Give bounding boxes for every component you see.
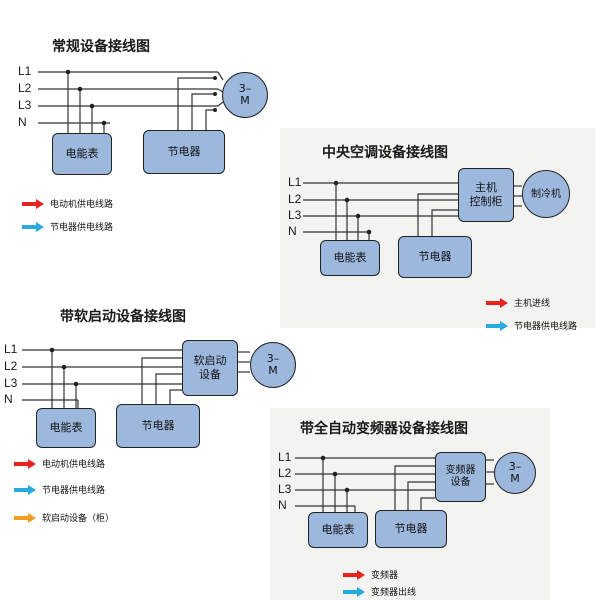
line-label-l1: L1 xyxy=(4,342,18,356)
legend-item: 主机进线 xyxy=(486,296,550,309)
title-conventional: 常规设备接线图 xyxy=(52,39,150,55)
legend-label: 电动机供电线路 xyxy=(50,200,114,210)
legend-item: 变频器出线 xyxy=(343,585,416,598)
title-vfd: 带全自动变频器设备接线图 xyxy=(300,421,468,437)
red-arrow-icon xyxy=(343,569,365,580)
blue-arrow-icon xyxy=(14,484,36,495)
line-label-l1: L1 xyxy=(288,175,302,189)
title-aircon: 中央空调设备接线图 xyxy=(322,145,448,161)
chiller-circle: 制冷机 xyxy=(522,170,570,218)
orange-arrow-icon xyxy=(14,512,36,523)
motor-circle: 3– M xyxy=(494,452,536,494)
line-label-l3: L3 xyxy=(278,482,292,496)
wiring-aircon xyxy=(303,180,522,240)
blue-arrow-icon xyxy=(486,320,508,331)
wiring-conventional xyxy=(38,69,224,133)
power-saver-box: 节电器 xyxy=(375,510,447,548)
line-label-l3: L3 xyxy=(4,376,18,390)
line-label-n: N xyxy=(18,115,27,129)
line-label-l3: L3 xyxy=(288,208,302,222)
energy-meter-box: 电能表 xyxy=(320,240,380,276)
line-label-n: N xyxy=(278,498,287,512)
legend-label: 软启动设备（柜） xyxy=(42,514,115,524)
line-label-l2: L2 xyxy=(4,359,18,373)
legend-item: 变频器 xyxy=(343,568,398,581)
line-label-n: N xyxy=(288,224,297,238)
legend-label: 变频器出线 xyxy=(371,588,417,598)
red-arrow-icon xyxy=(14,458,36,469)
energy-meter-box: 电能表 xyxy=(36,408,96,448)
panel-bg-aircon xyxy=(280,128,595,328)
energy-meter-box: 电能表 xyxy=(308,512,368,548)
legend-item: 节电器供电线路 xyxy=(486,319,577,332)
panel-bg-vfd xyxy=(270,408,550,600)
soft-starter-box: 软启动 设备 xyxy=(182,340,238,396)
line-label-l3: L3 xyxy=(18,98,32,112)
legend-item: 电动机供电线路 xyxy=(22,197,113,210)
legend-label: 变频器 xyxy=(371,571,399,581)
line-label-l2: L2 xyxy=(278,466,292,480)
legend-item: 节电器供电线路 xyxy=(22,220,113,233)
legend-label: 节电器供电线路 xyxy=(50,223,114,233)
wiring-softstart xyxy=(22,347,250,408)
line-label-n: N xyxy=(4,392,13,406)
legend-label: 节电器供电线路 xyxy=(514,322,578,332)
power-saver-box: 节电器 xyxy=(143,130,225,174)
host-control-cabinet-box: 主机 控制柜 xyxy=(458,168,514,222)
blue-arrow-icon xyxy=(343,586,365,597)
line-label-l2: L2 xyxy=(18,81,32,95)
red-arrow-icon xyxy=(486,297,508,308)
legend-label: 电动机供电线路 xyxy=(42,460,106,470)
red-arrow-icon xyxy=(22,198,44,209)
blue-arrow-icon xyxy=(22,221,44,232)
energy-meter-box: 电能表 xyxy=(52,133,112,175)
line-label-l1: L1 xyxy=(278,450,292,464)
line-label-l2: L2 xyxy=(288,192,302,206)
power-saver-box: 节电器 xyxy=(398,236,472,278)
motor-circle: 3– M xyxy=(250,342,296,388)
legend-item: 节电器供电线路 xyxy=(14,483,105,496)
title-softstart: 带软启动设备接线图 xyxy=(60,309,186,325)
motor-circle: 3– M xyxy=(222,72,268,118)
power-saver-box: 节电器 xyxy=(116,404,200,448)
legend-label: 节电器供电线路 xyxy=(42,486,106,496)
legend-item: 软启动设备（柜） xyxy=(14,511,114,524)
line-label-l1: L1 xyxy=(18,64,32,78)
vfd-box: 变频器 设备 xyxy=(435,452,486,502)
legend-label: 主机进线 xyxy=(514,299,551,309)
legend-item: 电动机供电线路 xyxy=(14,457,105,470)
